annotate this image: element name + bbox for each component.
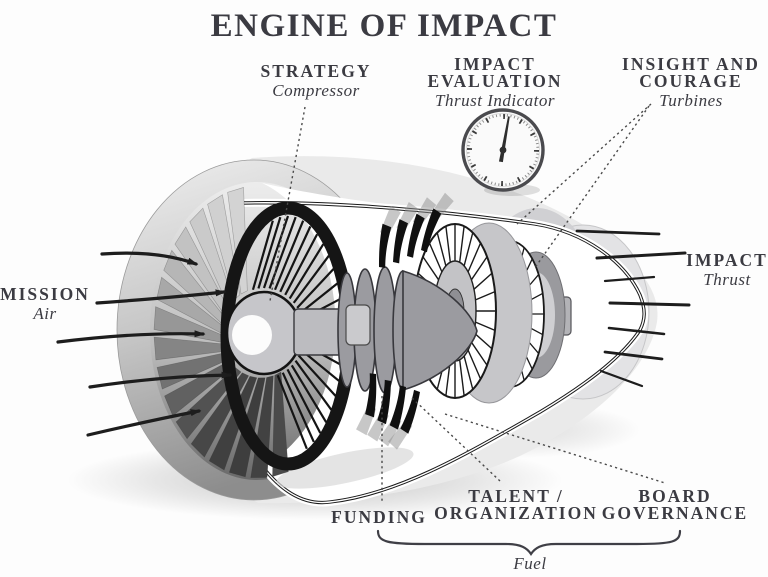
funding-title: FUNDING <box>331 507 427 527</box>
board-title-2: GOVERNANCE <box>601 503 749 523</box>
label-strategy: STRATEGY Compressor <box>226 61 406 100</box>
fuel-brace <box>376 529 682 556</box>
leader-lines <box>269 103 666 504</box>
impact-evaluation-title-2: EVALUATION <box>427 71 563 91</box>
label-fuel: Fuel <box>480 553 580 572</box>
thrust-lines <box>575 229 691 388</box>
compressor-cone <box>293 266 478 394</box>
impact-title: IMPACT <box>686 250 768 270</box>
label-funding: FUNDING <box>299 507 459 527</box>
insight-courage-subtitle: Turbines <box>659 91 723 110</box>
fuel-title: Fuel <box>513 554 547 573</box>
impact-evaluation-title-1: IMPACT <box>454 54 536 74</box>
label-impact-thrust: IMPACT Thrust <box>666 250 768 289</box>
label-mission: MISSION Air <box>0 284 90 323</box>
impact-evaluation-subtitle: Thrust Indicator <box>435 91 555 110</box>
insight-courage-title-1: INSIGHT AND <box>622 54 760 74</box>
board-title-1: BOARD <box>638 486 712 506</box>
talent-title-1: TALENT / <box>468 486 564 506</box>
insight-courage-title-2: COURAGE <box>639 71 743 91</box>
talent-title-2: ORGANIZATION <box>434 503 598 523</box>
label-insight-courage: INSIGHT AND COURAGE Turbines <box>601 54 768 110</box>
inner-cowl-shading <box>276 447 414 489</box>
fan-cut-ring <box>220 201 356 471</box>
label-talent-organization: TALENT / ORGANIZATION <box>421 486 611 523</box>
fan-spokes <box>251 215 343 450</box>
label-board-governance: BOARD GOVERNANCE <box>580 486 768 523</box>
fuel-injection-flames <box>356 192 454 450</box>
impact-subtitle: Thrust <box>703 270 751 289</box>
gauge-needle <box>498 116 510 163</box>
label-impact-evaluation: IMPACT EVALUATION Thrust Indicator <box>405 54 585 110</box>
diagram-title: ENGINE OF IMPACT <box>210 8 558 44</box>
strategy-subtitle: Compressor <box>272 81 360 100</box>
air-intake-arrows <box>56 251 233 437</box>
thrust-indicator-gauge <box>461 108 545 196</box>
mission-title: MISSION <box>0 284 90 304</box>
fan-hub-spinner <box>225 290 303 376</box>
mission-subtitle: Air <box>33 304 57 323</box>
strategy-title: STRATEGY <box>260 61 372 81</box>
